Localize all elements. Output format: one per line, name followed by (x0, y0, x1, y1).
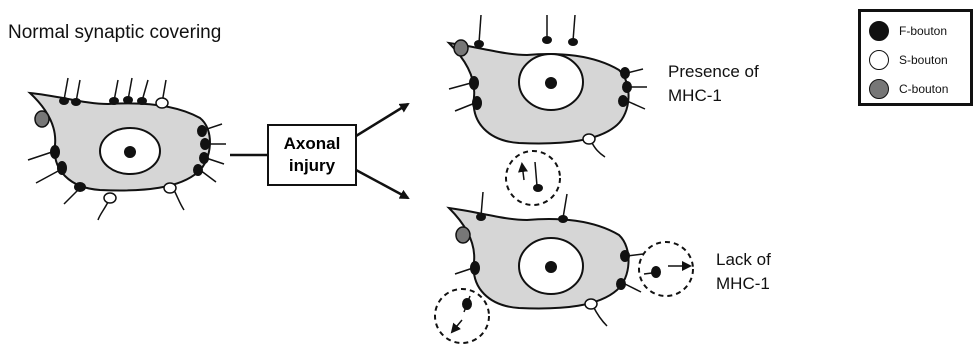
normal-covering-title: Normal synaptic covering (8, 22, 221, 44)
lack-c-bouton (456, 227, 470, 243)
legend-label: S-bouton (899, 53, 948, 67)
c-bouton-swatch (869, 79, 889, 99)
normal-nucleolus (124, 146, 136, 158)
presence-nucleolus (545, 77, 557, 89)
f-bouton-swatch (869, 21, 889, 41)
presence-f-boutons-top (474, 36, 578, 48)
lack-motoneuron (449, 192, 643, 326)
normal-s-bouton-top (156, 98, 168, 108)
detached-bouton-bottom-left (435, 289, 489, 343)
detached-bouton-top (506, 151, 560, 205)
legend: F-bouton S-bouton C-bouton (858, 9, 973, 106)
lack-nucleolus (545, 261, 557, 273)
presence-motoneuron (449, 15, 647, 157)
detached-bouton-right (639, 242, 693, 296)
presence-s-bouton-bottom (583, 134, 595, 144)
presence-line-1: Presence of (668, 60, 759, 84)
lack-s-bouton-bottom (585, 299, 597, 309)
lack-f-bouton-left (470, 261, 480, 275)
axonal-injury-box: Axonal injury (267, 124, 357, 186)
normal-s-bouton-bottom-2 (164, 183, 176, 193)
injury-label-line-2: injury (289, 155, 335, 177)
lack-line-2: MHC-1 (716, 272, 771, 296)
legend-item-c-bouton: C-bouton (869, 78, 948, 100)
presence-top-boutons (479, 15, 575, 43)
presence-line-2: MHC-1 (668, 84, 759, 108)
normal-motoneuron (28, 78, 226, 220)
presence-c-bouton (454, 40, 468, 56)
s-bouton-swatch (869, 50, 889, 70)
lack-bottom-terminal (593, 306, 607, 326)
legend-item-f-bouton: F-bouton (869, 20, 947, 42)
legend-label: C-bouton (899, 82, 948, 96)
legend-label: F-bouton (899, 24, 947, 38)
lack-line-1: Lack of (716, 248, 771, 272)
normal-c-bouton (35, 111, 49, 127)
normal-s-bouton-bottom-1 (104, 193, 116, 203)
lack-mhc1-label: Lack of MHC-1 (716, 248, 771, 296)
legend-item-s-bouton: S-bouton (869, 49, 948, 71)
injury-label-line-1: Axonal (284, 133, 341, 155)
presence-mhc1-label: Presence of MHC-1 (668, 60, 759, 108)
